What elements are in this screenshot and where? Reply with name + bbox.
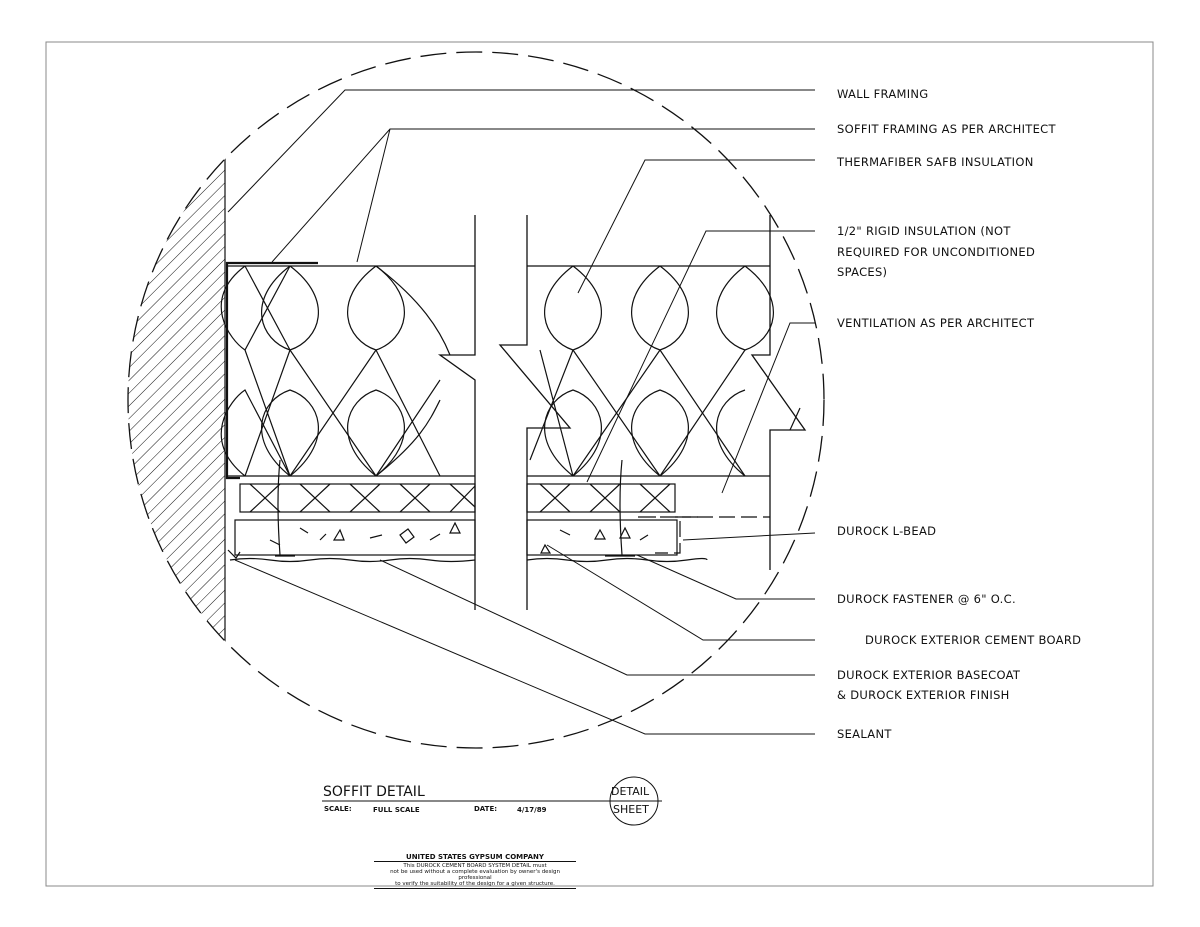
company-name: UNITED STATES GYPSUM COMPANY [374, 854, 576, 862]
label-basecoat-2: & DUROCK EXTERIOR FINISH [837, 688, 1010, 702]
fastener-right [605, 459, 635, 557]
scale-label: SCALE: [324, 805, 352, 813]
rigid-insulation-left [239, 483, 476, 513]
cement-board-left [234, 519, 476, 556]
detail-sheet-bubble [609, 776, 659, 826]
date-value: 4/17/89 [517, 806, 547, 814]
label-wall-framing: WALL FRAMING [837, 87, 929, 101]
rigid-insulation-right [526, 483, 676, 513]
fastener-left [275, 459, 295, 557]
break-line-far [750, 215, 807, 570]
label-rigid-3: SPACES) [837, 265, 888, 279]
detail-label: DETAIL [611, 785, 650, 798]
disclaimer-line-3: to verify the suitability of the design … [374, 881, 576, 889]
cement-board-right [526, 519, 678, 556]
soffit-framing [225, 261, 318, 480]
label-soffit-framing: SOFFIT FRAMING AS PER ARCHITECT [837, 122, 1056, 136]
sheet-label: SHEET [613, 803, 649, 816]
label-ventilation: VENTILATION AS PER ARCHITECT [837, 316, 1035, 330]
sheet-border [45, 41, 1154, 887]
label-rigid-2: REQUIRED FOR UNCONDITIONED [837, 245, 1036, 259]
label-sealant: SEALANT [837, 727, 892, 741]
break-line-right [498, 215, 572, 610]
label-rigid-1: 1/2" RIGID INSULATION (NOT [837, 224, 1011, 238]
sealant [227, 549, 241, 559]
drawing-title: SOFFIT DETAIL [323, 784, 425, 800]
break-line-left [437, 215, 476, 610]
label-fastener: DUROCK FASTENER @ 6" O.C. [837, 592, 1016, 606]
disclaimer-line-2: not be used without a complete evaluatio… [390, 869, 560, 881]
batt-insulation-left [220, 265, 451, 477]
leader-lines [227, 89, 816, 735]
date-label: DATE: [474, 805, 498, 813]
label-lbead: DUROCK L-BEAD [837, 524, 937, 538]
scale-value: FULL SCALE [373, 806, 420, 814]
batt-insulation-right [529, 265, 774, 477]
disclaimer-line-1: This DUROCK CEMENT BOARD SYSTEM DETAIL m… [403, 863, 547, 869]
label-cement-board: DUROCK EXTERIOR CEMENT BOARD [865, 633, 1082, 647]
label-basecoat-1: DUROCK EXTERIOR BASECOAT [837, 668, 1021, 682]
label-thermafiber: THERMAFIBER SAFB INSULATION [837, 155, 1034, 169]
wall-hatch [128, 52, 225, 748]
detail-circle [127, 51, 825, 749]
footer-disclaimer: UNITED STATES GYPSUM COMPANY This DUROCK… [374, 854, 576, 889]
basecoat [229, 557, 708, 563]
